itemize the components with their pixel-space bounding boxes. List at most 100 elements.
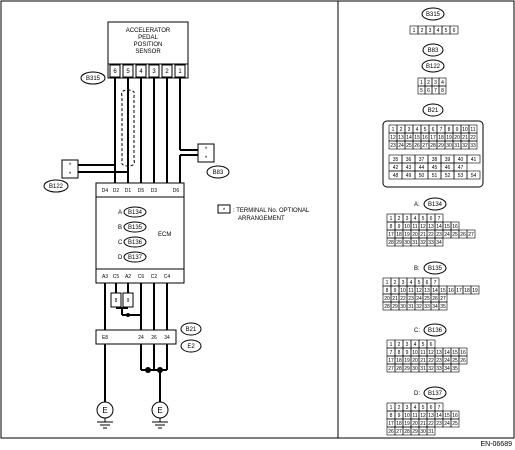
b122-label: B122	[49, 184, 64, 190]
pin-number: 20	[454, 135, 460, 141]
pin-number: 17	[388, 358, 394, 364]
pin-number: 34	[436, 240, 442, 246]
pin-number: 4	[414, 216, 417, 222]
pin-number: 5	[422, 216, 425, 222]
pin-number: 16	[452, 413, 458, 419]
sensor-pin-row	[107, 63, 189, 79]
pin-number: 14	[436, 413, 442, 419]
pin-number: 12	[416, 288, 422, 294]
b315-label-oval	[80, 71, 106, 85]
pin-number: 19	[404, 232, 410, 238]
figure-code: EN-06689	[480, 441, 512, 448]
pin-number: 10	[462, 127, 468, 133]
pin-number: 24	[444, 358, 450, 364]
pin-number: 27	[440, 296, 446, 302]
pin-number: 13	[428, 413, 434, 419]
b134-oval	[123, 206, 147, 218]
ecm-title: ECM	[158, 232, 171, 238]
pin-number: 19	[446, 135, 452, 141]
pin-number: 29	[392, 304, 398, 310]
b83-label-oval	[206, 165, 230, 179]
ground-wires	[104, 344, 168, 402]
pin-number: 3	[429, 28, 432, 34]
pin-number: 47	[458, 165, 464, 171]
b137-face-oval	[423, 386, 447, 400]
pin-number: 48	[393, 173, 399, 179]
ecm-pin: A2	[125, 274, 131, 280]
pin-number: 52	[445, 173, 451, 179]
pin-number: 30	[446, 143, 452, 149]
star: *	[205, 156, 208, 162]
pin-number: 29	[412, 429, 418, 435]
pin-number: 5	[445, 28, 448, 34]
sensor-pin: 2	[165, 69, 169, 75]
pin-number: 12	[390, 135, 396, 141]
pin-number: 1	[392, 127, 395, 133]
ground-1: E	[96, 401, 114, 429]
pin-number: 40	[458, 157, 464, 163]
ground-symbol: E	[102, 406, 107, 415]
pin-number: 53	[458, 173, 464, 179]
pin-number: 51	[432, 173, 438, 179]
pin-number: 23	[436, 232, 442, 238]
pin-number: 5	[420, 88, 423, 94]
pin-number: 11	[470, 127, 475, 133]
pin-number: 31	[420, 366, 426, 372]
pin-number: 32	[428, 366, 434, 372]
sensor-pin: 6	[113, 69, 117, 75]
pin-number: 41	[471, 157, 477, 163]
pin-number: 19	[472, 288, 478, 294]
pin-number: 37	[419, 157, 425, 163]
pin-number: 9	[406, 350, 409, 356]
pin-number: 6	[453, 28, 456, 34]
pin-number: 19	[404, 358, 410, 364]
ecm-pin: C2	[151, 274, 158, 280]
pin-cell	[450, 418, 460, 428]
b21-face-body	[382, 120, 484, 188]
pin-number: 16	[452, 224, 458, 230]
pin-number: 35	[393, 157, 399, 163]
ecm-prefix-a: A :	[118, 210, 125, 216]
pin-number: 24	[444, 232, 450, 238]
pin-number: 2	[400, 127, 403, 133]
ecm-top-pin-labels: D4 D2 D1 D5 D3 D6	[102, 188, 180, 194]
pin-number: 13	[428, 224, 434, 230]
pin-number: 13	[424, 288, 430, 294]
sensor-pin: 1	[178, 69, 182, 75]
pin-cell	[468, 140, 478, 150]
b136-face-label: B136	[428, 328, 443, 334]
pin-number: 21	[420, 232, 426, 238]
pin-number: 11	[412, 224, 417, 230]
pin-number: 17	[388, 421, 394, 427]
pin-number: 38	[432, 157, 438, 163]
star: *	[205, 147, 208, 153]
pin-cell	[438, 85, 447, 95]
pin-number: 12	[420, 224, 426, 230]
outer-frame	[0, 0, 515, 439]
pin-number: 2	[398, 405, 401, 411]
pin-number: 8	[390, 224, 393, 230]
legend-line2: ARRANGEMENT	[238, 216, 285, 222]
pin-number: 26	[414, 143, 420, 149]
pin-number: 7	[440, 127, 443, 133]
pin-number: 22	[428, 232, 434, 238]
b134-face-oval	[423, 197, 447, 211]
b122-connector	[61, 159, 79, 179]
b134-label: B134	[128, 210, 143, 216]
ecm-pin: C5	[113, 274, 120, 280]
pin-number: 3	[406, 342, 409, 348]
pin-number: 18	[396, 421, 402, 427]
pin-number: 24	[444, 421, 450, 427]
junction	[157, 367, 163, 373]
pin-number: 44	[419, 165, 425, 171]
pin-number: 31	[454, 143, 460, 149]
b83-face-oval	[422, 43, 444, 57]
pin-number: 2	[398, 216, 401, 222]
pin-number: 25	[406, 143, 412, 149]
pin-number: 39	[445, 157, 451, 163]
pin-number: 26	[388, 429, 394, 435]
pin-number: 31	[408, 304, 414, 310]
a-prefix: A:	[414, 202, 420, 208]
